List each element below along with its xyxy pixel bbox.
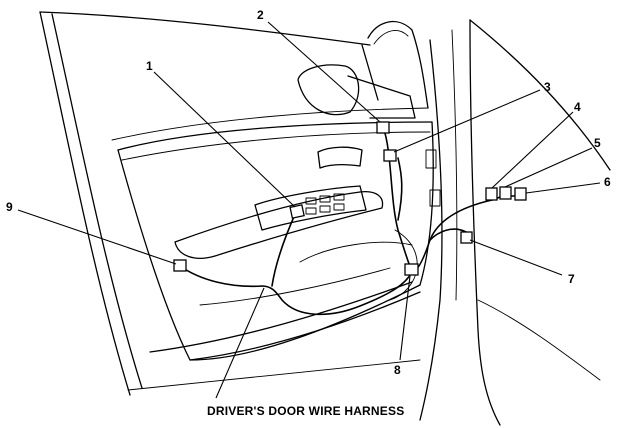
connector-1 [289,204,305,219]
callout-2: 2 [257,8,264,22]
callout-5: 5 [594,136,601,150]
wire-harness [179,126,519,316]
callout-numbers: 1 2 3 4 5 6 7 8 9 [6,8,611,377]
callout-9: 9 [6,200,13,214]
callout-4: 4 [574,100,581,114]
leader-lines [17,21,601,399]
door-drawing [39,11,611,426]
connector-3 [383,149,397,162]
callout-7: 7 [568,272,575,286]
connector-7 [460,231,473,244]
connector-9 [173,259,187,272]
callout-6: 6 [604,175,611,189]
callout-8: 8 [394,363,401,377]
connectors [173,121,527,276]
callout-1: 1 [146,59,153,73]
connector-6 [514,187,527,201]
connector-4 [485,187,498,201]
connector-2 [376,121,390,134]
harness-label: DRIVER'S DOOR WIRE HARNESS [207,404,404,418]
connector-5 [499,186,512,200]
callout-3: 3 [544,80,551,94]
connector-8 [404,263,419,276]
